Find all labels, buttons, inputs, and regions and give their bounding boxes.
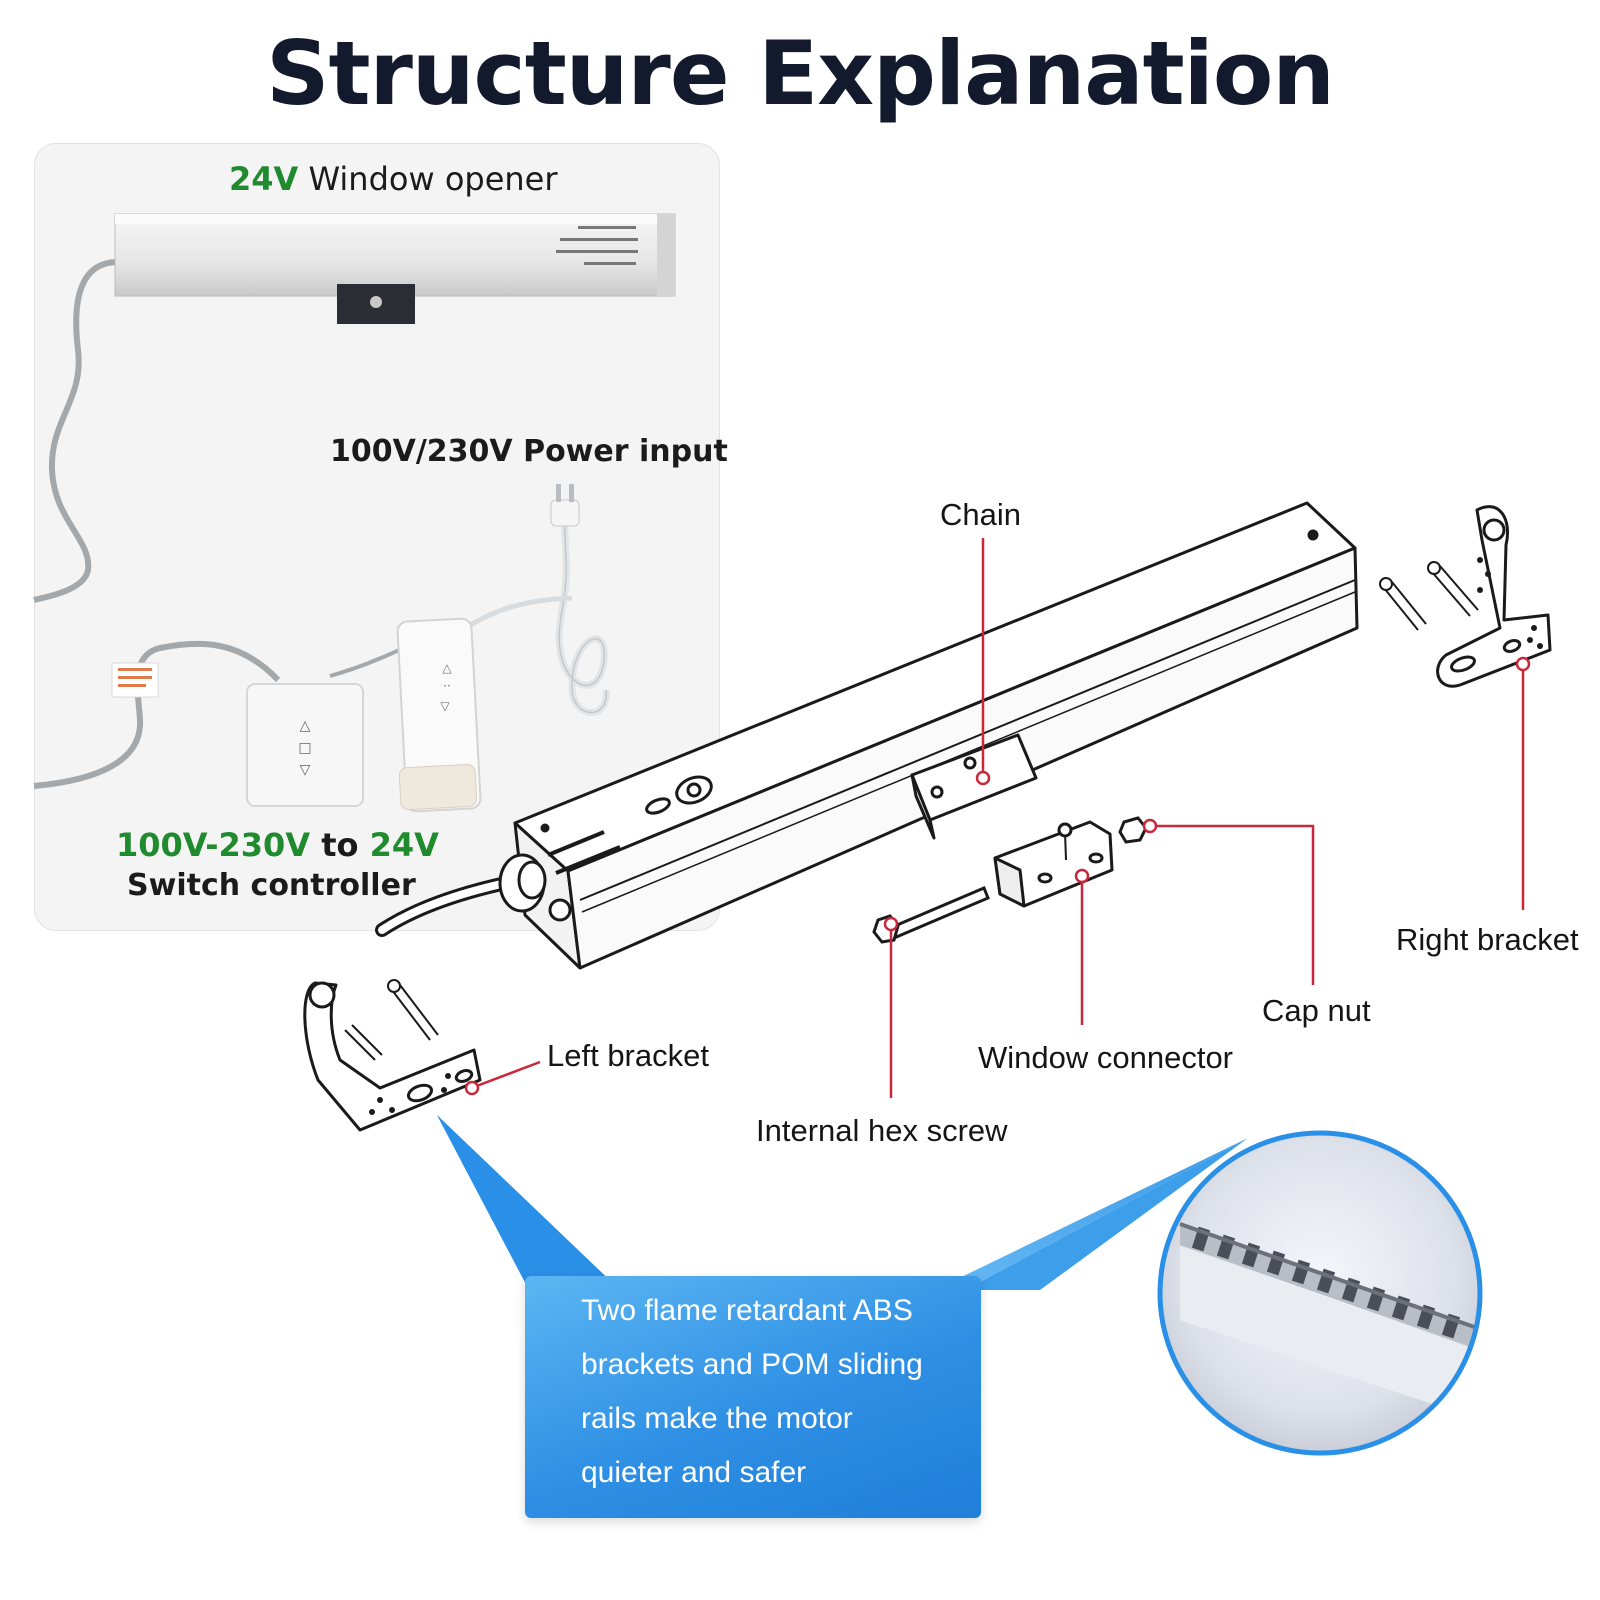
leader-lines [464,538,1531,1098]
cap-nut-drawing [1118,816,1148,844]
left-bracket-drawing [303,979,482,1132]
page-title: Structure Explanation [266,22,1335,125]
svg-text:□: □ [298,740,311,756]
note-line-4: quieter and safer [581,1456,807,1489]
svg-text:▽: ▽ [440,699,450,713]
feature-note-box: Two flame retardant ABS brackets and POM… [525,1276,981,1518]
controller-output-voltage: 24V [369,826,439,864]
note-pointer-right [965,1138,1248,1290]
photo-window-opener [33,213,676,603]
window-opener-label: 24V Window opener [229,160,558,198]
window-opener-voltage: 24V [229,160,299,198]
power-input-label: 100V/230V Power input [330,434,728,469]
callout-internal-hex-screw: Internal hex screw [756,1113,1008,1148]
chain-zoom-lens [1157,1130,1483,1456]
callout-right-bracket: Right bracket [1396,922,1579,957]
photo-power-plug [464,484,610,716]
callout-window-connector: Window connector [978,1040,1234,1075]
callout-left-bracket: Left bracket [547,1038,709,1073]
controller-input-voltage: 100V-230V [116,826,311,864]
note-line-1: Two flame retardant ABS [581,1294,913,1327]
note-pointer-left [437,1115,620,1290]
right-bracket-drawing [1379,505,1552,688]
controller-to-word: to [310,826,370,864]
switch-controller-voltage-label: 100V-230V to 24V [116,826,439,864]
callout-chain: Chain [940,497,1021,532]
actuator-body [375,501,1359,970]
svg-text:△: △ [442,661,452,675]
callout-cap-nut: Cap nut [1262,993,1371,1028]
svg-text:··: ·· [443,679,451,693]
window-opener-text: Window opener [298,160,558,198]
photo-wall-switch: △ □ ▽ [33,638,421,807]
note-line-3: rails make the motor [581,1402,853,1435]
note-pointer [437,1115,1248,1290]
svg-text:▽: ▽ [300,762,311,778]
photo-remote-control: △ ·· ▽ [396,617,482,813]
switch-controller-label: Switch controller [127,868,416,903]
svg-text:△: △ [300,718,311,734]
window-connector-drawing [993,820,1114,908]
note-line-2: brackets and POM sliding [581,1348,923,1381]
